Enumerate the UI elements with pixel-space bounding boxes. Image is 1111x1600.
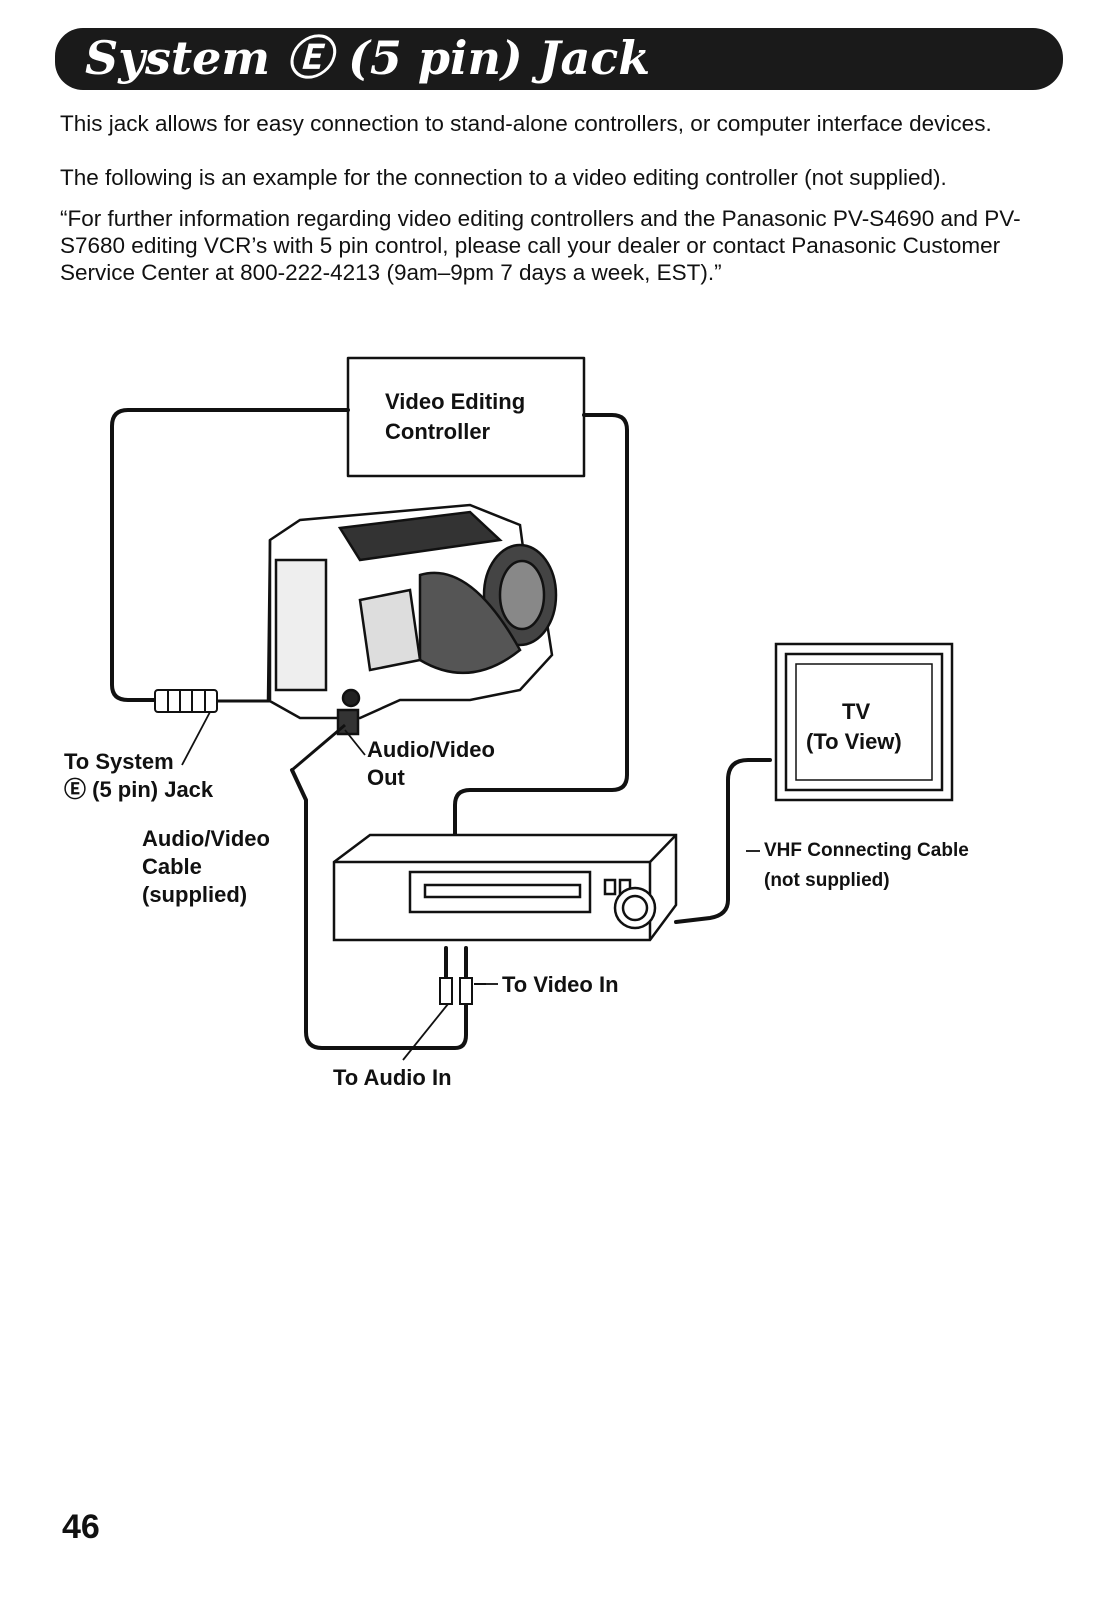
- av-out-label-line2: Out: [367, 765, 405, 790]
- vhf-cable-label-line2: (not supplied): [764, 870, 890, 891]
- page-number: 46: [62, 1508, 100, 1546]
- tv-label-line1: TV: [842, 699, 871, 724]
- contact-paragraph: “For further information regarding video…: [60, 206, 1021, 285]
- av-cable-label-line1: Audio/Video: [142, 826, 270, 851]
- controller-label-line1: Video Editing: [385, 389, 526, 414]
- vhf-cable: [674, 758, 772, 924]
- page-title: System Ⓔ (5 pin) Jack: [85, 31, 651, 85]
- example-paragraph: The following is an example for the conn…: [60, 165, 947, 190]
- system-jack-label-line1: To System: [64, 749, 174, 774]
- vcr-illustration: [332, 833, 678, 942]
- av-cable-label-line3: (supplied): [142, 882, 248, 907]
- tv-label-line2: (To View): [806, 729, 902, 754]
- rca-plugs: [439, 977, 486, 1005]
- av-out-label-line1: Audio/Video: [367, 737, 495, 762]
- video-in-label: To Video In: [502, 972, 619, 997]
- controller-box: [346, 356, 586, 478]
- five-pin-cable: [110, 408, 350, 702]
- controller-label-line2: Controller: [385, 419, 491, 444]
- title-bar: System Ⓔ (5 pin) Jack: [55, 28, 1063, 90]
- system-jack-label-line2: Ⓔ (5 pin) Jack: [64, 777, 214, 802]
- camcorder-illustration: [266, 503, 558, 772]
- intro-paragraph: This jack allows for easy connection to …: [60, 111, 992, 136]
- leader-lines: [181, 711, 760, 1061]
- controller-vcr-cable: [453, 413, 629, 837]
- av-cable: [290, 768, 468, 1050]
- audio-in-label: To Audio In: [333, 1065, 452, 1090]
- tv-illustration: [774, 642, 954, 802]
- vhf-cable-label-line1: VHF Connecting Cable: [764, 840, 969, 861]
- av-cable-label-line2: Cable: [142, 854, 202, 879]
